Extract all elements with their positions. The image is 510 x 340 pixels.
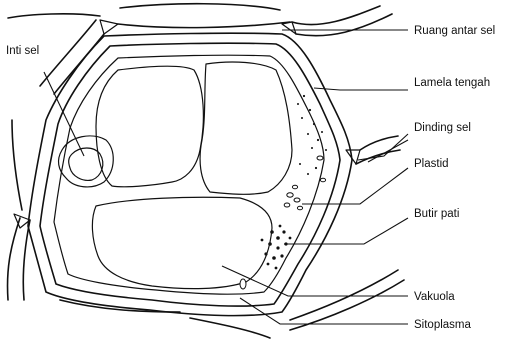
plastids	[240, 156, 326, 289]
cytoplasm-dots	[297, 95, 327, 175]
label-butir-pati: Butir pati	[414, 208, 459, 220]
leader-butir-pati	[284, 218, 408, 244]
nucleus	[59, 136, 114, 187]
label-plastid: Plastid	[414, 158, 449, 170]
vacuole-lobe-lower	[92, 197, 272, 288]
label-lamela-tengah: Lamela tengah	[414, 77, 490, 89]
label-ruang-antar-sel: Ruang antar sel	[414, 25, 495, 37]
leader-lines	[44, 30, 408, 324]
label-vakuola: Vakuola	[414, 291, 455, 303]
label-sitoplasma: Sitoplasma	[414, 319, 471, 331]
intercellular-spaces	[14, 20, 360, 228]
cell-wall-outer	[28, 33, 352, 315]
starch-grains	[261, 225, 292, 270]
label-dinding-sel: Dinding sel	[414, 122, 471, 134]
label-inti-sel: Inti sel	[6, 45, 39, 57]
vacuole	[92, 62, 292, 289]
leader-sitoplasma	[240, 298, 408, 324]
leader-lamela-tengah	[314, 88, 408, 90]
cell-wall-inner	[40, 43, 340, 306]
vacuole-lobe-upper-right	[200, 62, 292, 194]
